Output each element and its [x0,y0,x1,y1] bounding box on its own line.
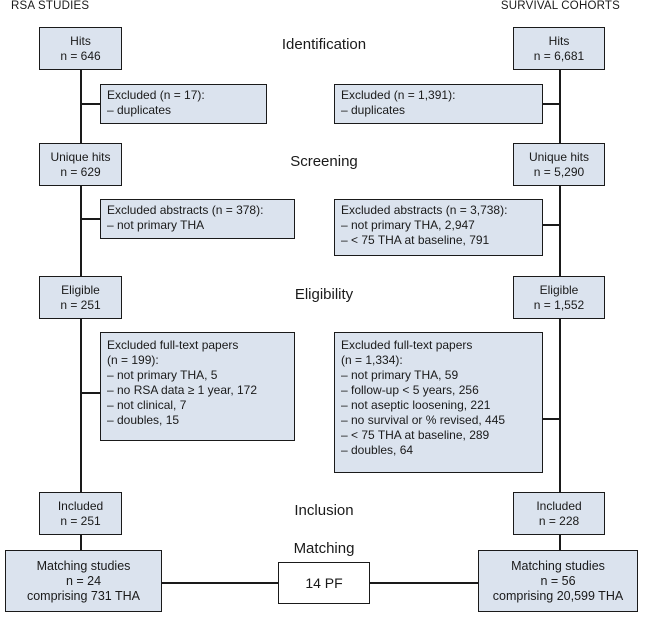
right-excluded-fulltext-box: Excluded full-text papers (n = 1,334): –… [334,332,543,473]
left-excluded-abs-line: – not primary THA [107,218,205,232]
right-excluded-abstracts-box: Excluded abstracts (n = 3,738): – not pr… [334,199,543,256]
left-eligible-box: Eligible n = 251 [39,276,122,319]
left-matching-box: Matching studies n = 24 comprising 731 T… [5,550,162,612]
right-excluded-full-line: – < 75 THA at baseline, 289 [341,428,490,442]
right-eligible-count: n = 1,552 [533,297,585,312]
right-branch-dup [543,103,560,105]
right-matching-title: Matching studies [511,558,605,573]
left-excluded-full-line: – doubles, 15 [107,413,180,427]
left-branch-dup [80,103,100,105]
left-hits-title: Hits [70,33,91,48]
pf-label: 14 PF [305,574,343,591]
right-unique-count: n = 5,290 [533,164,585,179]
right-branch-full [543,418,560,420]
right-eligible-title: Eligible [539,282,579,297]
left-excluded-full-line: – no RSA data ≥ 1 year, 172 [107,383,258,397]
right-branch-abs [543,224,560,226]
left-excluded-fulltext-box: Excluded full-text papers (n = 199): – n… [100,332,295,441]
left-hits-box: Hits n = 646 [39,27,122,70]
rsa-studies-title: RSA STUDIES [11,0,90,12]
right-included-count: n = 228 [538,513,580,528]
right-excluded-dup-title: Excluded (n = 1,391): [341,88,456,102]
right-excluded-full-line: – no survival or % revised, 445 [341,413,506,427]
left-matching-title: Matching studies [36,558,131,573]
right-matching-box: Matching studies n = 56 comprising 20,59… [478,550,638,612]
left-unique-count: n = 629 [60,164,101,179]
right-matching-count: n = 56 [540,573,576,588]
left-to-pf-line [162,582,278,584]
left-included-title: Included [57,498,104,513]
right-eligible-box: Eligible n = 1,552 [513,276,605,319]
left-excluded-duplicates-box: Excluded (n = 17): – duplicates [100,84,267,124]
right-matching-sub: comprising 20,599 THA [492,588,624,603]
left-included-count: n = 251 [60,513,101,528]
left-excluded-full-line: – not clinical, 7 [107,398,187,412]
pf-to-right-line [370,582,478,584]
left-excluded-abs-title: Excluded abstracts (n = 378): [107,203,264,217]
left-excluded-dup-line: – duplicates [107,103,172,117]
right-excluded-abs-title: Excluded abstracts (n = 3,738): [341,203,508,217]
left-unique-title: Unique hits [50,149,111,164]
right-hits-box: Hits n = 6,681 [513,27,605,70]
right-unique-title: Unique hits [528,149,590,164]
left-matching-sub: comprising 731 THA [26,588,140,603]
left-excluded-abstracts-box: Excluded abstracts (n = 378): – not prim… [100,199,295,239]
right-excluded-full-line: (n = 1,334): [341,353,403,367]
left-eligible-title: Eligible [61,282,100,297]
left-unique-hits-box: Unique hits n = 629 [39,143,122,186]
right-excluded-full-line: – not primary THA, 59 [341,368,459,382]
left-branch-full [80,392,100,394]
right-included-box: Included n = 228 [513,492,605,535]
right-excluded-full-title: Excluded full-text papers [341,338,473,352]
right-hits-title: Hits [548,33,570,48]
right-hits-count: n = 6,681 [533,48,585,63]
left-excluded-full-title: Excluded full-text papers [107,338,239,352]
left-matching-count: n = 24 [65,573,102,588]
right-excluded-abs-line: – < 75 THA at baseline, 791 [341,233,490,247]
stage-eligibility: Eligibility [294,286,354,303]
survival-cohorts-title: SURVIVAL COHORTS [500,0,620,12]
right-excluded-full-line: – doubles, 64 [341,443,414,457]
left-excluded-dup-title: Excluded (n = 17): [107,88,205,102]
right-excluded-full-line: – not aseptic loosening, 221 [341,398,491,412]
right-excluded-full-line: – follow-up < 5 years, 256 [341,383,479,397]
right-excluded-duplicates-box: Excluded (n = 1,391): – duplicates [334,84,543,124]
left-excluded-full-line: (n = 199): [107,353,159,367]
left-included-box: Included n = 251 [39,492,122,535]
stage-identification: Identification [281,36,367,53]
right-excluded-dup-line: – duplicates [341,103,406,117]
pf-box: 14 PF [278,562,370,604]
left-excluded-full-line: – not primary THA, 5 [107,368,218,382]
left-branch-abs [80,218,100,220]
left-eligible-count: n = 251 [60,297,101,312]
right-included-title: Included [536,498,582,513]
stage-screening: Screening [290,153,358,170]
right-excluded-abs-line: – not primary THA, 2,947 [341,218,475,232]
stage-inclusion: Inclusion [294,502,354,519]
stage-matching: Matching [293,540,355,557]
right-unique-hits-box: Unique hits n = 5,290 [513,143,605,186]
left-hits-count: n = 646 [60,48,101,63]
